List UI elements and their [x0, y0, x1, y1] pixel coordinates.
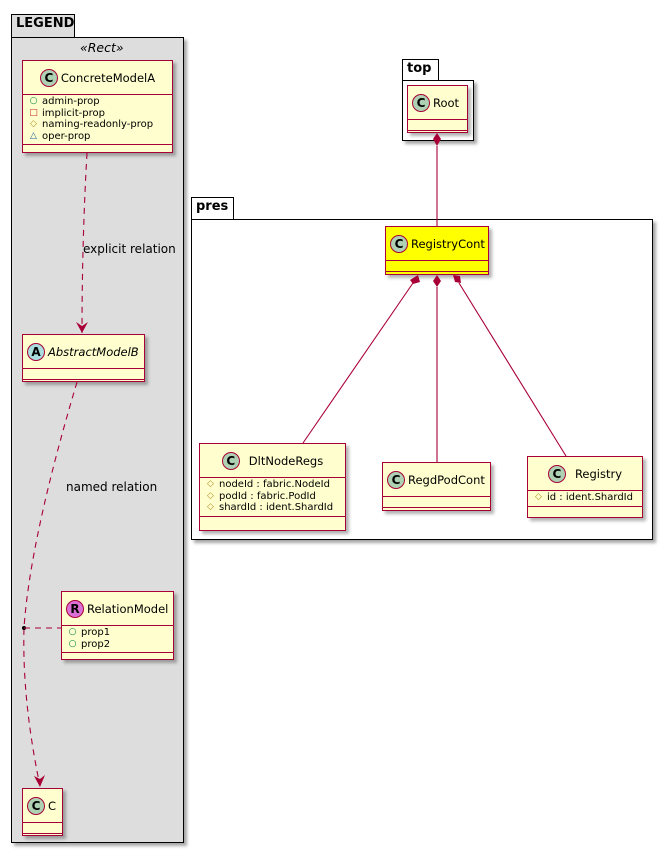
class-icon: C — [387, 470, 405, 489]
attribute-name: oper-prop — [42, 130, 91, 142]
attribute-row: □ implicit-prop — [29, 108, 172, 120]
named-relation-arrowhead — [34, 775, 45, 787]
class-c[interactable]: C C — [22, 788, 63, 836]
attribute-row: ◇ id : ident.ShardId — [534, 492, 642, 504]
explicit-relation-arrowhead — [76, 322, 88, 333]
class-registry-cont[interactable]: C RegistryCont — [385, 226, 489, 275]
methods-section — [23, 379, 144, 390]
registry-composition-line — [458, 282, 567, 457]
class-registry[interactable]: C Registry ◇ id : ident.ShardId — [527, 456, 643, 518]
class-name: Registry — [574, 466, 623, 481]
methods-section — [408, 130, 467, 141]
named-relation-label: named relation — [66, 480, 158, 494]
methods-section — [23, 833, 62, 844]
private-visibility-icon: □ — [29, 107, 38, 118]
package-visibility-icon: △ — [30, 130, 37, 141]
public-visibility-icon: ○ — [29, 96, 38, 106]
public-visibility-icon: ○ — [68, 627, 77, 637]
legend-package — [11, 37, 184, 843]
methods-section — [383, 507, 490, 518]
attributes-section: ◇ id : ident.ShardId — [528, 490, 642, 506]
class-icon: C — [547, 464, 566, 483]
attribute-row: ◇ shardId : ident.ShardId — [206, 502, 345, 514]
public-visibility-icon: ○ — [68, 638, 77, 649]
legend-stereotype: «Rect» — [80, 40, 124, 55]
class-icon: C — [221, 451, 240, 470]
class-icon: C — [39, 68, 58, 87]
protected-visibility-icon: ◇ — [207, 502, 214, 512]
class-name: Root — [433, 95, 460, 110]
legend-package-tab: LEGEND — [11, 14, 75, 38]
abstract-class-icon: A — [27, 342, 45, 361]
regd-composition-diamond — [433, 275, 441, 287]
methods-section — [23, 144, 172, 155]
class-name: C — [48, 798, 57, 813]
class-name: RegistryCont — [411, 236, 485, 251]
dlt-composition-diamond — [410, 275, 420, 284]
attributes-section: ◇ nodeId : fabric.NodeId ◇ podId : fabri… — [200, 477, 345, 516]
root-composition-diamond — [433, 133, 441, 146]
protected-visibility-icon: ◇ — [30, 119, 37, 129]
class-icon: C — [412, 93, 430, 112]
class-icon: C — [27, 796, 45, 815]
class-abstract-model-b[interactable]: A AbstractModelB — [22, 334, 145, 382]
legend-package-name: LEGEND — [16, 16, 75, 31]
class-name: ConcreteModelA — [60, 70, 156, 85]
named-relation-line — [23, 381, 78, 787]
methods-section — [62, 652, 173, 663]
attributes-section — [386, 260, 488, 271]
attribute-name: admin-prop — [42, 96, 100, 107]
pres-package-name: pres — [196, 199, 229, 214]
class-name: RelationModel — [87, 601, 169, 616]
top-package-tab: top — [402, 59, 439, 81]
class-name: DltNodeRegs — [248, 453, 324, 468]
methods-section — [200, 515, 345, 527]
protected-visibility-icon: ◇ — [207, 490, 214, 501]
attribute-name: id : ident.ShardId — [547, 492, 633, 503]
class-regd-pod-cont[interactable]: C RegdPodCont — [382, 462, 491, 511]
attribute-name: nodeId : fabric.NodeId — [219, 479, 330, 490]
attribute-row: ○ prop2 — [68, 639, 173, 651]
attribute-row: ○ prop1 — [68, 627, 173, 639]
registry-composition-diamond — [453, 275, 461, 283]
attributes-section — [23, 368, 144, 379]
relation-class-icon: R — [66, 599, 84, 618]
class-relation-model[interactable]: R RelationModel ○ prop1 ○ prop2 — [61, 591, 174, 660]
attribute-row: ◇ nodeId : fabric.NodeId — [206, 479, 345, 491]
top-package-name: top — [407, 61, 432, 76]
class-concrete-model-a[interactable]: C ConcreteModelA ○ admin-prop □ implicit… — [22, 60, 173, 153]
attribute-name: implicit-prop — [42, 107, 105, 119]
methods-section — [386, 271, 488, 282]
class-dlt-node-regs[interactable]: C DltNodeRegs ◇ nodeId : fabric.NodeId ◇… — [199, 443, 346, 531]
class-root[interactable]: C Root — [407, 85, 468, 133]
attribute-row: ○ admin-prop — [29, 96, 172, 108]
class-name: AbstractModelB — [48, 344, 139, 359]
attributes-section: ○ admin-prop □ implicit-prop ◇ naming-re… — [23, 94, 172, 144]
attribute-row: ◇ podId : fabric.PodId — [206, 491, 345, 503]
attributes-section: ○ prop1 ○ prop2 — [62, 625, 173, 652]
pres-package-tab: pres — [191, 197, 234, 220]
attributes-section — [383, 496, 490, 507]
attribute-name: podId : fabric.PodId — [219, 490, 316, 502]
attribute-name: prop1 — [81, 627, 111, 638]
attributes-section — [408, 119, 467, 130]
class-name: RegdPodCont — [408, 472, 485, 487]
methods-section — [528, 505, 642, 517]
dlt-composition-line — [302, 282, 414, 444]
class-icon: C — [390, 234, 408, 253]
explicit-relation-label: explicit relation — [83, 242, 176, 256]
attribute-name: shardId : ident.ShardId — [219, 502, 334, 513]
attribute-name: naming-readonly-prop — [42, 119, 154, 130]
protected-visibility-icon: ◇ — [535, 492, 542, 502]
attribute-row: ◇ naming-readonly-prop — [29, 119, 172, 131]
attributes-section — [23, 822, 62, 833]
explicit-relation-line — [81, 152, 88, 334]
attribute-name: prop2 — [81, 638, 111, 650]
attribute-row: △ oper-prop — [29, 131, 172, 143]
protected-visibility-icon: ◇ — [207, 479, 214, 489]
